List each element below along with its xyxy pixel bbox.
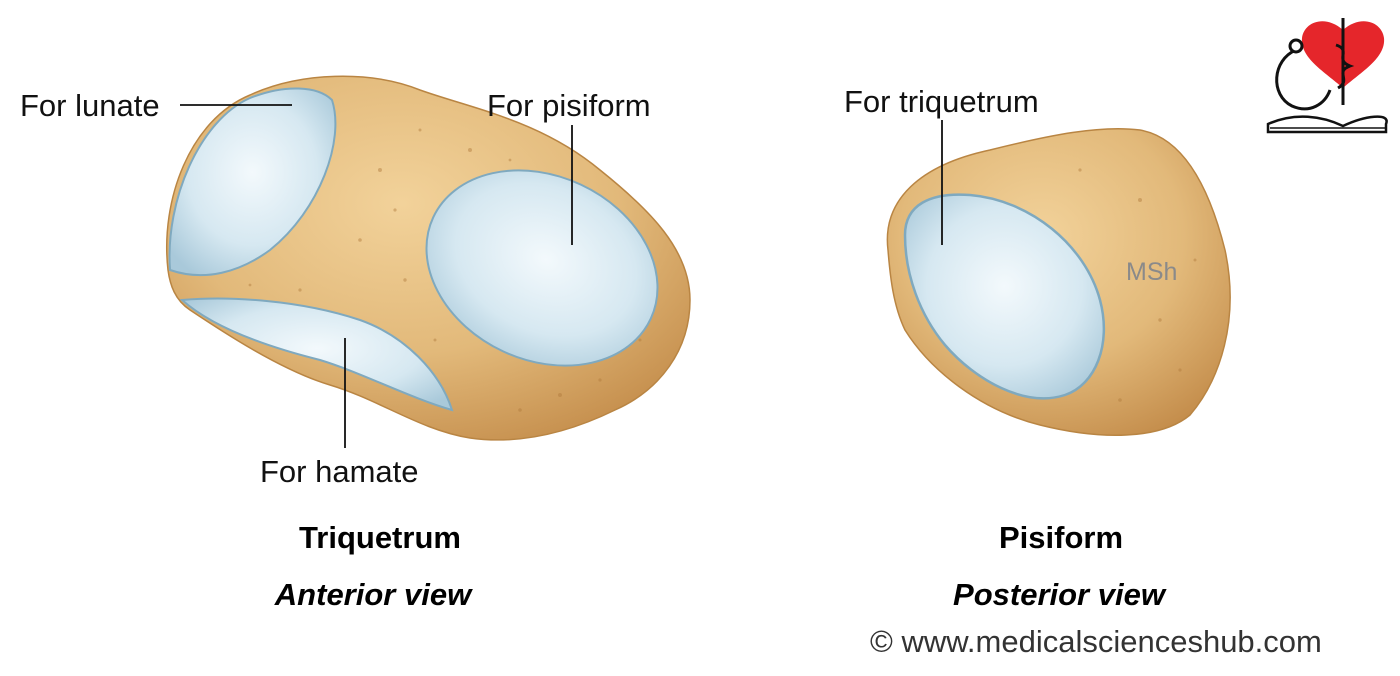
stethoscope-chestpiece <box>1288 38 1304 54</box>
label-for-lunate: For lunate <box>20 88 160 123</box>
copyright-notice: © www.medicalscienceshub.com <box>870 624 1322 659</box>
snake-icon <box>1335 43 1355 90</box>
bone-texture <box>248 128 642 412</box>
leader-lines <box>180 104 943 448</box>
pisiform-facet <box>425 169 659 367</box>
label-for-triquetrum: For triquetrum <box>844 84 1039 119</box>
caption-triquetrum-view: Anterior view <box>274 577 472 612</box>
bone-texture <box>1078 168 1197 402</box>
lunate-facet <box>168 87 337 277</box>
open-book-icon <box>1266 115 1388 134</box>
stethoscope-icon <box>1275 48 1332 111</box>
watermark-initials: MSh <box>1126 258 1178 286</box>
hamate-facet <box>179 297 454 412</box>
label-for-hamate: For hamate <box>260 454 419 489</box>
caption-pisiform-title: Pisiform <box>998 520 1124 555</box>
triquetrum-facet <box>903 193 1106 400</box>
caption-pisiform-view: Posterior view <box>953 577 1165 612</box>
label-for-pisiform: For pisiform <box>487 88 651 123</box>
pisiform-bone <box>886 127 1231 436</box>
caption-triquetrum-title: Triquetrum <box>299 520 461 555</box>
heart-stethoscope-book-logo <box>1266 18 1388 134</box>
triquetrum-bone <box>166 75 691 441</box>
